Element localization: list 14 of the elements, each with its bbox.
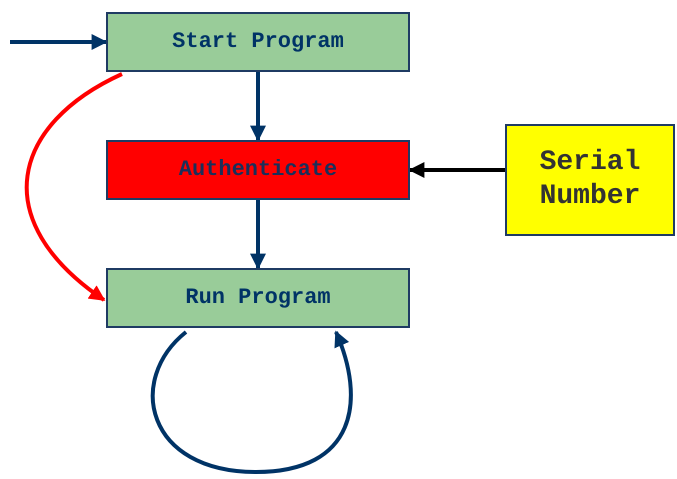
arrow (250, 200, 266, 270)
arrow (151, 330, 353, 474)
box-label: Run Program (185, 284, 331, 312)
process-box (106, 12, 410, 72)
arrow (25, 72, 123, 302)
box-label: Serial Number (538, 146, 642, 214)
box-label: Start Program (172, 28, 344, 56)
arrow (250, 72, 266, 142)
arrow (408, 162, 505, 178)
arrow (10, 34, 108, 50)
process-box (505, 124, 675, 236)
process-box (106, 140, 410, 200)
process-box (106, 268, 410, 328)
box-label: Authenticate (178, 156, 338, 184)
